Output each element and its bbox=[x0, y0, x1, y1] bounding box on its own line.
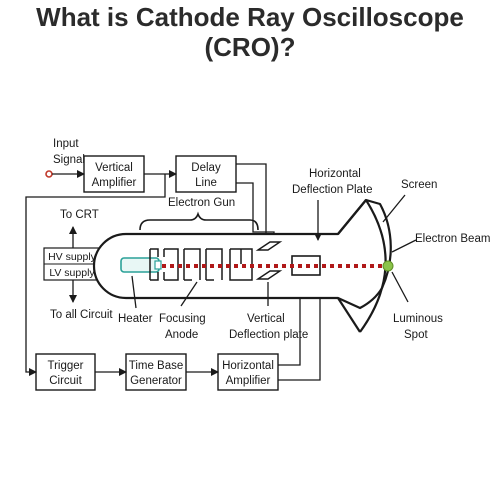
horizontal-amplifier-block bbox=[217, 353, 279, 391]
luminous-spot bbox=[382, 260, 394, 272]
accelerating-anode bbox=[229, 248, 253, 281]
focusing-anode-1 bbox=[183, 248, 201, 281]
input-terminal bbox=[45, 170, 53, 178]
screen-pointer bbox=[382, 194, 406, 223]
crt-lower-flare bbox=[337, 297, 361, 333]
luminous-spot-label-2: Spot bbox=[404, 329, 428, 341]
horizontal-amp-to-plate-2 bbox=[278, 262, 321, 381]
heater-label: Heater bbox=[118, 313, 153, 325]
horizontal-amp-to-plate-1 bbox=[278, 276, 301, 366]
vertical-amplifier-block bbox=[83, 155, 145, 193]
heater-element bbox=[120, 257, 160, 273]
focusing-anode-label-1: Focusing bbox=[159, 313, 206, 325]
focusing-anode-label-2: Anode bbox=[165, 329, 198, 341]
vertical-amplifier-label-1: Vertical bbox=[95, 162, 133, 174]
input-signal-label-2: Signal bbox=[53, 154, 85, 166]
luminous-spot-label-1: Luminous bbox=[393, 313, 443, 325]
horizontal-plate-label-1: Horizontal bbox=[309, 168, 361, 180]
vertical-plate-label-2: Deflection plate bbox=[229, 329, 308, 341]
to-all-circuit-label: To all Circuit bbox=[50, 309, 113, 321]
hv-supply-label: HV supply bbox=[48, 251, 97, 263]
time-base-generator-label-2: Generator bbox=[130, 375, 182, 387]
delay-line-label-1: Delay bbox=[191, 162, 221, 174]
delay-line-label-2: Line bbox=[195, 177, 217, 189]
time-base-generator-label-1: Time Base bbox=[129, 360, 184, 372]
horizontal-plate-label-2: Deflection Plate bbox=[292, 184, 373, 196]
horizontal-amplifier-label-1: Horizontal bbox=[222, 360, 274, 372]
page-title: What is Cathode Ray Oscilloscope (CRO)? bbox=[0, 2, 500, 62]
heater-cap bbox=[154, 260, 162, 270]
to-crt-label: To CRT bbox=[60, 209, 99, 221]
time-base-generator-block bbox=[125, 353, 187, 391]
electron-gun-label: Electron Gun bbox=[168, 197, 235, 209]
title-line-2: (CRO)? bbox=[204, 32, 296, 62]
luminous-spot-pointer bbox=[391, 271, 409, 303]
horizontal-amplifier-label-2: Amplifier bbox=[226, 375, 271, 387]
title-line-1: What is Cathode Ray Oscilloscope bbox=[36, 2, 464, 32]
delay-to-upper-vertical-plate bbox=[236, 163, 267, 242]
trigger-circuit-label-1: Trigger bbox=[48, 360, 84, 372]
crt-tube-outline bbox=[92, 198, 392, 310]
input-signal-label-1: Input bbox=[53, 138, 79, 150]
anode-1 bbox=[149, 248, 159, 281]
screen-label: Screen bbox=[401, 179, 437, 191]
vertical-deflection-plate-upper bbox=[255, 241, 283, 251]
trigger-feed-line bbox=[25, 174, 166, 376]
electron-beam-pointer bbox=[391, 239, 417, 253]
lv-supply-label: LV supply bbox=[49, 267, 95, 279]
vertical-plate-label-1: Vertical bbox=[247, 313, 285, 325]
heater-pointer bbox=[131, 275, 137, 309]
electron-gun-brace bbox=[139, 211, 259, 231]
electron-beam-label: Electron Beam bbox=[415, 233, 490, 245]
focusing-anode-pointer bbox=[180, 281, 198, 307]
crt-upper-flare bbox=[337, 199, 367, 235]
vertical-deflection-plate-lower bbox=[255, 270, 283, 280]
trigger-circuit-label-2: Circuit bbox=[49, 375, 82, 387]
vertical-amplifier-label-2: Amplifier bbox=[92, 177, 137, 189]
